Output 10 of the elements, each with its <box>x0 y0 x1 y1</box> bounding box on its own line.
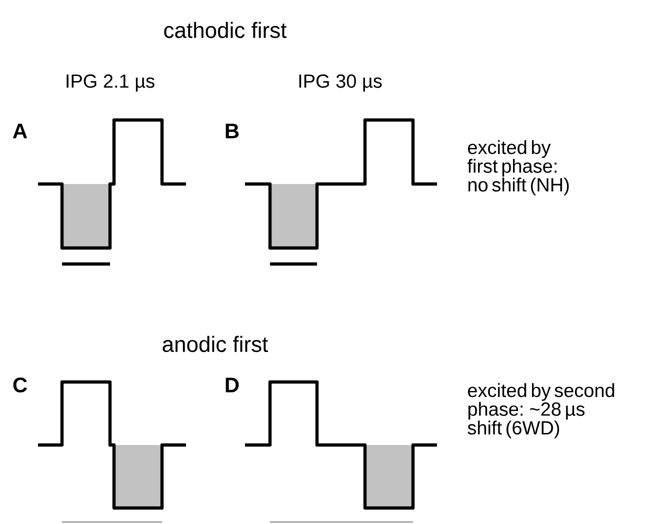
section-heading: anodic first <box>162 336 268 352</box>
annotation-text: excited by second phase: ~28 µs shift (6WD) <box>468 383 614 438</box>
panel-letter: C <box>13 378 27 392</box>
panel-letter: D <box>226 378 239 392</box>
label: IPG 30 µs <box>299 74 382 92</box>
panel-letter: B <box>226 124 239 138</box>
label: IPG 2.1 µs <box>66 74 154 92</box>
annotation-text: excited by first phase: no shift (NH) <box>467 140 569 196</box>
panel-letter: A <box>12 124 28 138</box>
section-heading: cathodic first <box>164 22 287 38</box>
